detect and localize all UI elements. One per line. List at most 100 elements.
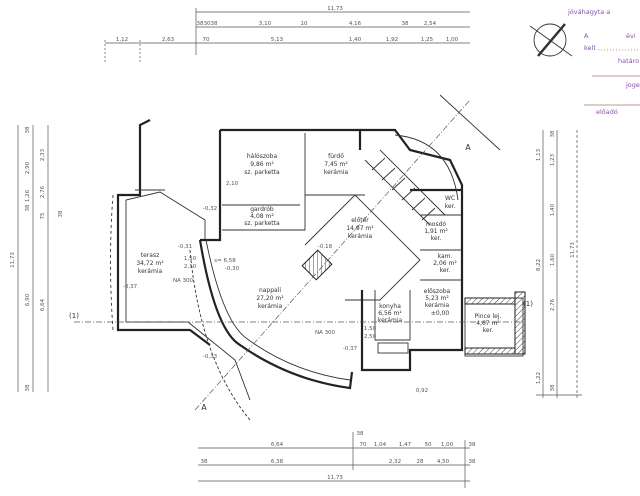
room-wardrobe: gardrób 4,08 m² sz. parketta [244,206,280,227]
stamp-year: évi [626,32,636,40]
stamp-dated: kelt [584,44,596,52]
room-name: hálószoba [247,153,278,160]
room-area: 27,20 m² [256,295,284,302]
room-floor: kerámia [425,302,450,309]
room-kitchen: konyha 6,56 m² kerámia [378,303,403,324]
dim-top: 38 [197,21,204,27]
room-name: konyha [379,303,401,310]
dim-bottom: 38 [201,459,208,465]
room-level: ±0,00 [431,310,450,317]
dim-bottom: 38 [469,442,476,448]
level-mark: -0,33 [203,354,218,360]
dim-top: 3,10 [259,21,272,27]
porch-wall [514,291,526,355]
note-na: NA 300 [315,330,336,336]
left-dimensions: 11,73 38 2,90 1,26 38 6,90 38 2,33 2,76 … [10,125,64,392]
room-living: nappali 27,20 m² kerámia [256,287,284,310]
room-entry: előszoba 5,23 m² kerámia ±0,00 [424,288,451,317]
room-floor: kerámia [138,268,163,275]
room-labels: hálószoba 9,86 m² sz. parketta fürdő 7,4… [136,153,501,334]
dim-left: 75 [40,212,46,219]
dim-top: 1,25 [421,37,434,43]
room-terrace: terasz 34,72 m² kerámia [136,252,164,275]
room-bedroom: hálószoba 9,86 m² sz. parketta [244,153,280,176]
dim-top: 38 [402,21,409,27]
dim-left: 6,90 [25,293,31,306]
dim-bottom: 2,32 [389,459,401,465]
room-hall: előtér 14,97 m² kerámia [346,217,374,240]
stamp-decision: határo [618,57,639,65]
room-floor: kerámia [348,233,373,240]
dim-bottom: 28 [417,459,424,465]
dim-top: 1,12 [116,37,128,43]
dim-top: 30 [204,21,211,27]
dim-bottom: 4,50 [437,459,450,465]
room-name: Pince lej. [475,313,502,320]
stamp-approved: jóváhagyta a [567,8,610,16]
level-mark: 0,92 [416,388,428,394]
section-mark-a: A [465,143,471,152]
dim-top: 5,13 [271,37,284,43]
dim-bottom: 1,04 [374,442,387,448]
dim-right: 38 [550,384,556,391]
room-name: WC [445,195,455,202]
section-mark-1: (1) [69,312,79,320]
level-mark: -0,31 [178,244,192,250]
room-floor: ker. [440,267,451,274]
dim-left: 38 [25,384,31,391]
room-area: 5,23 m² [425,295,449,302]
fireplace [301,249,333,281]
dim-bottom: 70 [360,442,367,448]
opening-height: 1,50 [184,256,197,262]
dim-top: 1,00 [446,37,459,43]
dim-bottom: 6,64 [271,442,284,448]
note-na: NA 300 [173,278,194,284]
dim-left: 2,33 [40,148,46,161]
dim-left: 2,76 [40,185,46,198]
walls [74,94,526,421]
dim-right: 1,13 [536,148,542,161]
room-area: 34,72 m² [136,260,164,267]
dim-right: 38 [550,130,556,137]
dim-left: 38 [25,204,31,211]
room-washroom: mosdó 1,91 m² ker. [424,221,448,242]
dim-bottom: 38 [357,431,364,437]
level-mark: -0,37 [123,284,138,290]
note-k: 1,50 [364,326,377,332]
dim-left: 38 [58,210,64,217]
room-name: mosdó [426,221,446,228]
room-bath: fürdő 7,45 m² kerámia [324,153,349,176]
room-name: kam. [438,253,453,260]
dim-bottom: 6,38 [271,459,284,465]
room-area: 7,45 m² [324,161,348,168]
dim-bottom: 50 [425,442,432,448]
room-name: előtér [351,217,369,224]
dim-top: 70 [203,37,210,43]
room-pantry: kam. 2,06 m² ker. [433,253,457,274]
kitchen-counter [377,342,409,354]
stamp-officer: előadó [596,107,618,116]
dim-bottom: 1,47 [399,442,412,448]
stamp-legal: joge [625,81,640,89]
room-area: 9,86 m² [250,161,274,168]
annotations: -0,32 -0,30 -0,31 -0,37 -0,18 -0,33 -0,3… [69,143,533,412]
room-name: gardrób [250,206,274,213]
dim-top: 38 [211,21,218,27]
dim-top: 2,54 [424,21,437,27]
level-mark: -0,32 [203,206,217,212]
dim-left: 11,73 [10,252,16,268]
room-floor: ker. [445,203,456,210]
room-area: 2,06 m² [433,260,457,267]
top-dimensions: 11,73 38 30 38 3,10 10 4,16 38 2,54 1,12… [104,6,470,62]
note-window: 2,10 [226,181,239,187]
right-dimensions: 1,13 38 1,23 1,40 1,60 2,76 1,22 38 8,22… [536,130,582,398]
dim-top: 4,16 [349,21,362,27]
opening-height: 2,10 [184,264,197,270]
dim-right: 8,22 [536,259,542,271]
dim-bottom: 38 [469,459,476,465]
dim-left: 1,26 [25,189,31,202]
room-floor: ker. [483,327,494,334]
north-arrow-icon [529,23,573,57]
dim-right: 1,60 [550,253,556,266]
